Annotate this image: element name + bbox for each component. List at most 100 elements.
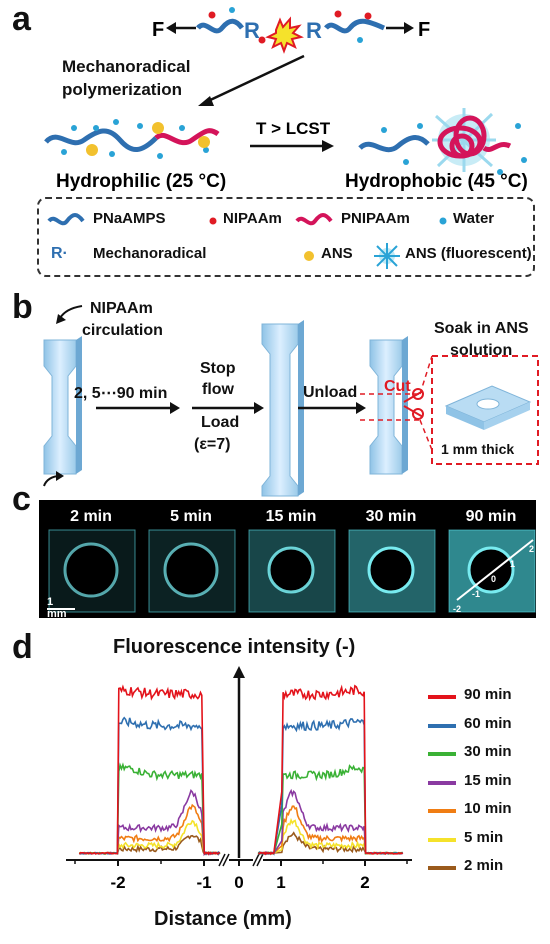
hydrophilic-chain (44, 128, 158, 152)
hydrophobic-label: Hydrophobic (45 °C) (345, 171, 528, 192)
series-line (258, 817, 404, 855)
micrograph-tile: -2 -1 0 1 2 90 min (443, 500, 539, 618)
series-line (78, 803, 221, 856)
micrograph-time-label: 15 min (265, 508, 317, 525)
legend-label: 5 min (464, 828, 504, 846)
circulation-line1: NIPAAm (90, 300, 153, 317)
micrograph-tile: 2 min (43, 500, 139, 618)
x-tick-label: 2 (360, 873, 369, 892)
legend-ans: ANS (321, 245, 353, 262)
x-tick-label: 0 (234, 873, 243, 892)
chart-xlabel: Distance (mm) (154, 908, 292, 930)
series-line (79, 716, 221, 856)
panel-b-diagram (43, 305, 539, 497)
chain-left (196, 18, 244, 34)
micrograph-time-label: 30 min (365, 508, 417, 525)
nipaam-dot-icon (209, 217, 217, 225)
legend-label: 10 min (464, 800, 512, 817)
legend-label: 15 min (464, 771, 512, 789)
micrograph-tile: 5 min (143, 500, 239, 618)
stop-flow-line1: Stop (200, 360, 236, 377)
x-tick-label: 1 (276, 873, 285, 892)
legend-label: 30 min (464, 743, 512, 760)
legend-ans-fluorescent: ANS (fluorescent) (405, 245, 532, 262)
micrograph-time-label: 2 min (70, 508, 112, 525)
axis-break-mark (222, 853, 230, 867)
legend-nipaam: NIPAAm (223, 210, 282, 227)
unload-label: Unload (303, 384, 358, 401)
legend-radical-symbol: R· (51, 245, 68, 262)
legend-swatch (428, 752, 456, 756)
legend-water: Water (453, 210, 495, 227)
legend-label: 90 min (464, 686, 512, 703)
panel-a-diagram: F F R R T > LCST (44, 7, 528, 192)
legend-box: PNaAMPS NIPAAm PNIPAAm Water R· Mechanor… (37, 197, 535, 277)
chain-right (324, 18, 386, 34)
series-line (79, 834, 221, 856)
pnipaam-wave-icon (295, 213, 333, 226)
panel-d-label: d (12, 628, 33, 666)
rupture-burst-icon (265, 16, 304, 54)
hydrophilic-label: Hydrophilic (25 °C) (56, 171, 226, 192)
measurement-ruler (456, 539, 534, 601)
axis-break-mark (252, 853, 260, 867)
scale-bar: 1 mm (47, 596, 75, 620)
ruler-tick-label: 0 (491, 574, 496, 584)
hydrophobic-chain (358, 135, 430, 153)
legend-label: 2 min (464, 857, 504, 874)
legend-pnaamps: PNaAMPS (93, 210, 166, 227)
ruler-tick-label: -1 (472, 589, 480, 599)
micrograph-time-label: 5 min (170, 508, 212, 525)
axis-break-mark (256, 853, 264, 867)
micrograph-tile: 15 min (243, 500, 339, 618)
force-left-label: F (152, 19, 164, 41)
ans-dot-icon (304, 251, 314, 261)
force-right-label: F (418, 19, 430, 41)
stop-flow-line2: flow (202, 381, 234, 398)
water-dot-icon (439, 217, 447, 225)
axis-break-mark (218, 853, 226, 867)
thickness-label: 1 mm thick (441, 441, 515, 457)
legend-swatch (428, 780, 456, 785)
series-line (258, 684, 404, 856)
time-range-label: 2, 5⋯90 min (74, 385, 168, 402)
panel-b-label: b (12, 288, 33, 326)
chart-title: Fluorescence intensity (-) (113, 636, 356, 658)
cut-label: Cut (384, 378, 411, 395)
legend-swatch (428, 837, 456, 842)
legend-swatch (428, 695, 456, 699)
x-tick-label: -2 (110, 873, 125, 892)
legend-swatch (428, 809, 456, 813)
micrograph-time-label: 90 min (465, 508, 517, 525)
soak-line1: Soak in ANS (434, 320, 529, 337)
fluorescence-chart: -2 -1 0 1 2 (66, 666, 412, 892)
fluorescence-micrographs: 2 min 5 min 15 min 30 min -2 -1 0 1 2 90 min 1… (39, 500, 539, 620)
ans-fluorescent-icon (374, 243, 400, 269)
reaction-arrow (205, 54, 305, 104)
legend-swatch (428, 723, 456, 728)
ruler-tick-label: 1 (510, 559, 515, 569)
transition-label: T > LCST (256, 119, 331, 138)
radical-right: R (306, 18, 322, 43)
ruler-tick-label: -2 (453, 604, 461, 614)
reaction-label-line1: Mechanoradical (62, 57, 191, 76)
specimen-unloaded (369, 339, 403, 475)
panel-a-label: a (12, 0, 31, 38)
legend-pnipaam: PNIPAAm (341, 210, 410, 227)
legend-swatch (428, 866, 456, 870)
micrograph-tile: 30 min (343, 500, 439, 618)
legend-label: 60 min (464, 714, 512, 732)
ruler-tick-label: 2 (529, 544, 534, 554)
pnaamps-wave-icon (47, 213, 85, 226)
y-axis-arrow (233, 666, 245, 678)
reaction-label-line2: polymerization (62, 80, 182, 99)
radical-left: R (244, 18, 260, 43)
panel-c-label: c (12, 480, 31, 518)
legend-mechanoradical: Mechanoradical (93, 245, 207, 262)
soaked-sample (444, 385, 532, 430)
load-line2: (ε=7) (194, 436, 231, 453)
series-line (78, 684, 221, 856)
specimen-stretched (261, 323, 299, 497)
x-tick-label: -1 (196, 873, 211, 892)
soak-line2: solution (450, 342, 513, 359)
